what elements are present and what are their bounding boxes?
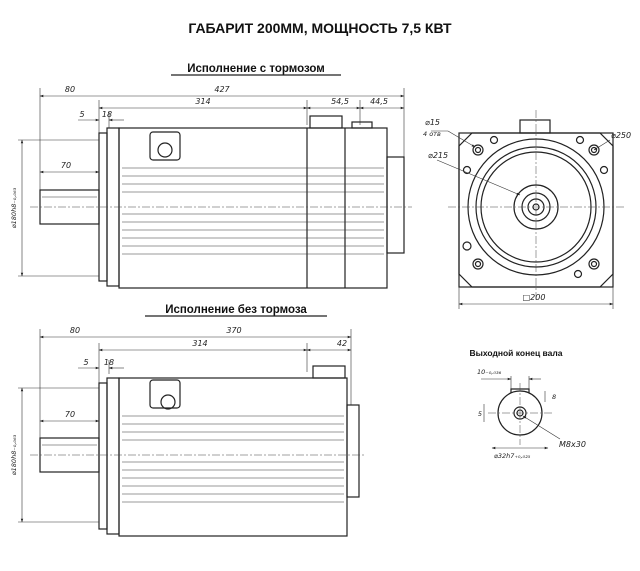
key-depth: 8	[552, 393, 556, 401]
shaft-end-view: Выходной конец вала 10₋₀,₀₃₆ 8 5 M8x30 ⌀…	[469, 348, 585, 460]
front-view: ⌀15 4 отв ⌀215 ⌀250 □200	[423, 110, 631, 309]
drawing-title: ГАБАРИТ 200ММ, МОЩНОСТЬ 7,5 КВТ	[188, 20, 452, 36]
dim-5-bottom: 5	[83, 358, 88, 367]
dim-427: 427	[214, 85, 230, 94]
pilot-diameter-bottom: ⌀180h8₋₀,₀₆₃	[10, 434, 18, 475]
dim-314: 314	[195, 97, 210, 106]
dim-370: 370	[226, 326, 241, 335]
dim-314-bottom: 314	[192, 339, 207, 348]
shaft-end-heading: Выходной конец вала	[469, 348, 562, 358]
dim-80-top: 80	[65, 85, 75, 94]
pilot-diameter-top: ⌀180h8₋₀,₀₆₃	[10, 187, 18, 228]
without-brake-view: Исполнение без тормоза 370 80 314 42 5 1…	[10, 304, 365, 537]
dim-5-shaft: 5	[478, 410, 482, 418]
shaft-diameter: ⌀32h7₊₀,₀₂₅	[494, 452, 531, 460]
dim-5-top: 5	[79, 110, 84, 119]
dim-44-5: 44,5	[370, 97, 388, 106]
pilot-diameter-front: ⌀215	[428, 151, 448, 160]
key-width: 10₋₀,₀₃₆	[477, 368, 502, 376]
bolt-circle-diameter: ⌀250	[611, 131, 631, 140]
thread-size: M8x30	[559, 440, 586, 449]
holes-count: 4 отв	[423, 130, 441, 138]
with-brake-heading: Исполнение с тормозом	[187, 63, 325, 75]
with-brake-view: Исполнение с тормозом 427 80 314 54,5 44…	[10, 63, 412, 289]
dim-54-5: 54,5	[331, 97, 349, 106]
dim-42: 42	[337, 339, 347, 348]
dim-80-bottom: 80	[70, 326, 80, 335]
holes-diameter: ⌀15	[425, 118, 440, 127]
without-brake-heading: Исполнение без тормоза	[165, 304, 307, 316]
square-size: □200	[523, 293, 546, 302]
dim-70-bottom: 70	[65, 410, 75, 419]
dim-70-top: 70	[61, 161, 71, 170]
dim-18-top: 18	[102, 110, 112, 119]
